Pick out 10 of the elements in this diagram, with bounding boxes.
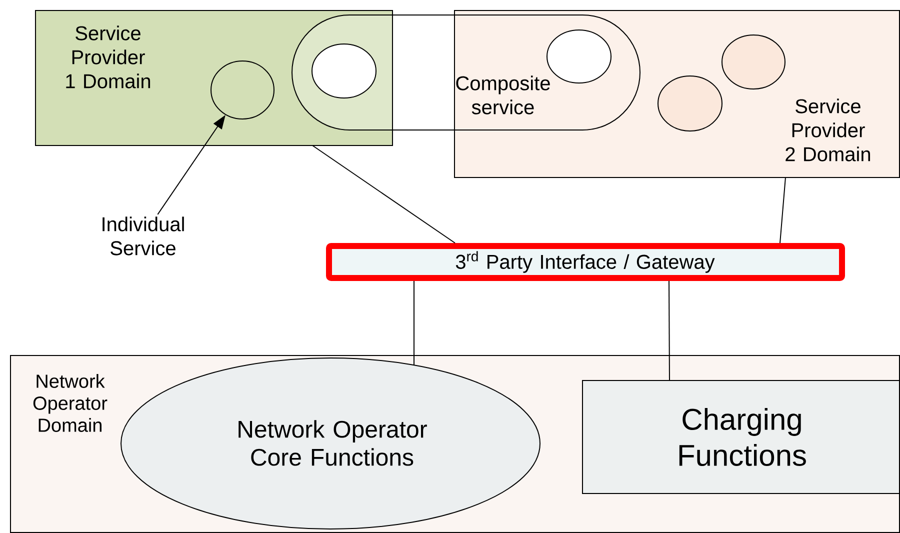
service-circle [312,44,376,98]
service-circle [658,76,722,132]
connector [780,177,786,244]
service-circle [210,60,274,120]
service-circle [722,34,786,90]
connector [668,280,670,381]
callout-text: Individual Service [102,216,184,256]
charging-box: Charging Functions [582,380,900,494]
gateway-box: 3$^{rd}$ Party Interface / Gateway [326,243,845,281]
connector [312,145,456,244]
